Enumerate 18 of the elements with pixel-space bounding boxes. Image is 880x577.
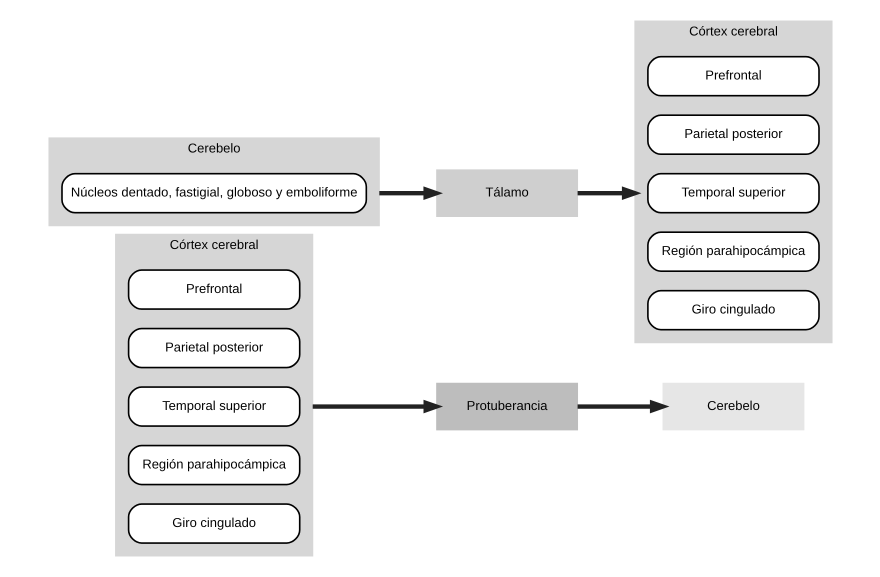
- node-box: Temporal superior: [646, 172, 820, 214]
- node-box: Región parahipocámpica: [127, 444, 300, 486]
- node-box: Región parahipocámpica: [646, 231, 820, 272]
- node-box: Parietal posterior: [646, 114, 820, 156]
- node-box: Temporal superior: [127, 386, 300, 427]
- node-box: Cerebelo: [662, 382, 804, 430]
- node-box: Núcleos dentado, fastigial, globoso y emboliforme: [60, 172, 367, 214]
- node-box: Parietal posterior: [127, 328, 300, 368]
- arrow: [577, 400, 669, 414]
- node-box: Prefrontal: [127, 269, 300, 310]
- node-box: Giro cingulado: [127, 503, 300, 544]
- node-box: Tálamo: [436, 169, 578, 218]
- node-box: Prefrontal: [646, 56, 820, 97]
- node-box: Protuberancia: [436, 382, 578, 430]
- node-box: Giro cingulado: [646, 290, 820, 330]
- arrow: [378, 186, 442, 200]
- arrow: [577, 186, 641, 200]
- arrow: [312, 400, 443, 414]
